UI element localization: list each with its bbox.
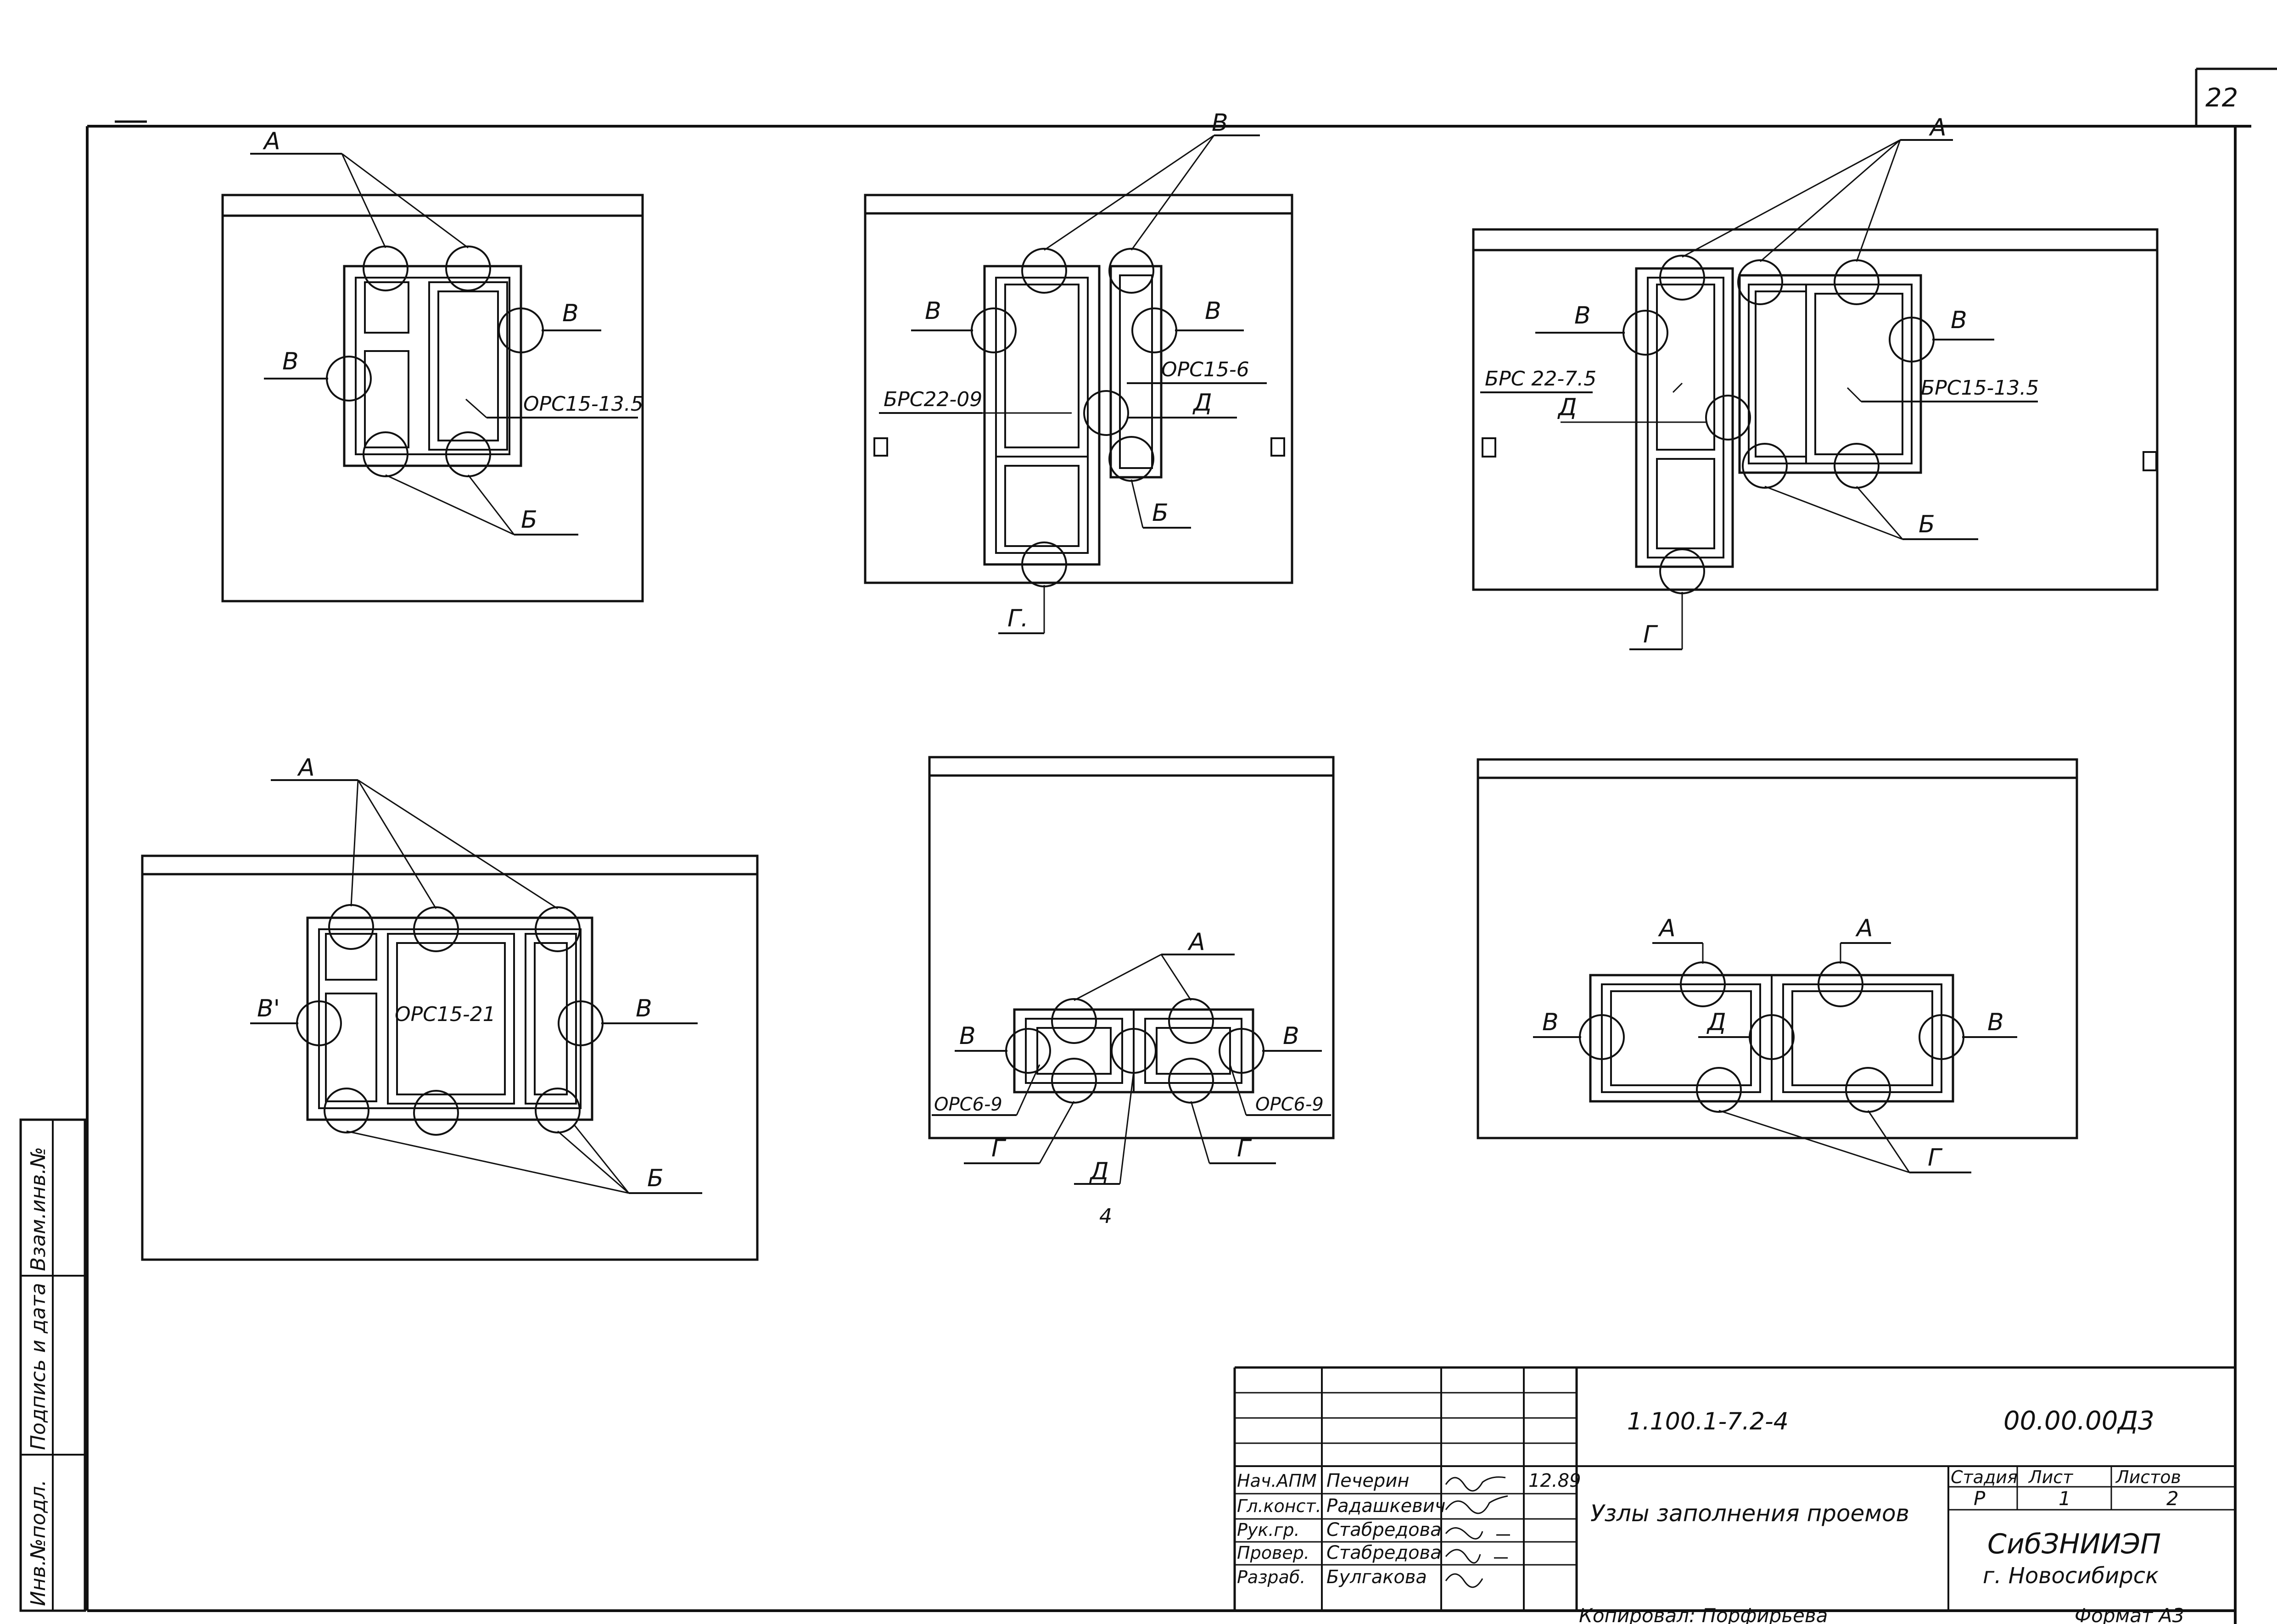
fragment-1-mark: ОРС15-13.5: [523, 392, 643, 416]
title-block-role-2: Гл.конст.: [1237, 1496, 1321, 1516]
sheet-frame: [86, 67, 2277, 1624]
title-block-role-4: Провер.: [1237, 1543, 1309, 1563]
title-block-sheet-header: Лист: [2028, 1467, 2074, 1487]
title-block-organization: СибЗНИИЭП: [1987, 1528, 2161, 1560]
footer-format: Формат А3: [2075, 1604, 2184, 1624]
fragment-5: [928, 756, 1335, 1185]
title-block-role-3: Рук.гр.: [1237, 1520, 1300, 1540]
title-block-city: г. Новосибирск: [1983, 1563, 2159, 1589]
fragment-1-label-b: Б: [521, 506, 537, 534]
sheet-number: 22: [2205, 83, 2238, 113]
fragment-4-mark: ОРС15-21: [395, 1003, 496, 1026]
fragment-6-label-a-left: А: [1658, 915, 1676, 942]
fragment-5-label-g-right: Г: [1237, 1135, 1252, 1162]
fragment-5-label-g-left: Г: [991, 1135, 1007, 1162]
title-block-date: 12.89: [1528, 1470, 1581, 1491]
fragment-2-label-v-left: В: [925, 297, 941, 325]
fragment-3-label-v-right: В: [1951, 307, 1967, 334]
fragment-2-label-d: Д: [1192, 389, 1212, 417]
fragment-6-label-d: Д: [1706, 1009, 1726, 1036]
title-block-name-2: Радашкевич: [1326, 1496, 1445, 1517]
title-block-name-1: Печерин: [1326, 1470, 1409, 1491]
fragment-4-label-v-left: В': [257, 995, 280, 1022]
fragment-3-label-d: Д: [1557, 394, 1577, 421]
title-block-stage-header: Стадия: [1951, 1467, 2018, 1487]
fragment-4-label-b: Б: [647, 1165, 664, 1192]
fragment-1-label-v-right: В: [562, 300, 579, 327]
fragment-3-mark-left: БРС 22-7.5: [1485, 367, 1596, 391]
fragment-2-mark-right: ОРС15-6: [1161, 358, 1249, 381]
fragment-1: [221, 153, 644, 603]
title-block-signatures: [1445, 1476, 1510, 1588]
title-block-name-3: Стабредова: [1326, 1519, 1442, 1540]
fragment-4-label-v-right: В: [636, 995, 652, 1022]
fragment-1-label-v-left: В: [282, 348, 299, 375]
fragment-5-label-d: Д: [1089, 1158, 1109, 1185]
side-stamp-signature-date: Подпись и дата: [27, 1283, 50, 1450]
fragment-6-label-v-left: В: [1542, 1009, 1559, 1036]
fragment-3-label-v-left: В: [1574, 302, 1591, 329]
side-stamp: [19, 1118, 86, 1612]
title-block-name-5: Булгакова: [1326, 1567, 1427, 1588]
fragment-3-label-b: Б: [1919, 511, 1935, 538]
title-block-name-4: Стабредова: [1326, 1542, 1442, 1563]
title-block-doc-number: 00.00.00Д3: [2003, 1406, 2154, 1436]
title-block-title: Узлы заполнения проемов: [1590, 1500, 1909, 1527]
fragment-3-label-a: А: [1929, 114, 1947, 141]
fragment-3: [1472, 139, 2159, 650]
fragment-5-mark-left: ОРС6-9: [934, 1094, 1002, 1115]
fragment-3-mark-right: БРС15-13.5: [1921, 376, 2039, 400]
fragment-2-label-v-top: В: [1212, 109, 1228, 137]
footer-copied-by: Копировал: Порфирьева: [1579, 1604, 1828, 1624]
fragment-4-label-a: А: [297, 754, 315, 781]
fragment-5-label-a: А: [1187, 928, 1205, 956]
fragment-5-mark-right: ОРС6-9: [1255, 1094, 1324, 1115]
title-block-role-5: Разраб.: [1237, 1567, 1305, 1587]
fragment-5-stray-mark: 4: [1099, 1205, 1112, 1228]
fragment-6-label-v-right: В: [1987, 1009, 2004, 1036]
fragment-4: [141, 779, 759, 1261]
fragment-6-label-a-right: А: [1855, 915, 1873, 942]
fragment-5-label-v-left: В: [959, 1022, 976, 1050]
title-block-stage: Р: [1974, 1487, 1986, 1510]
side-stamp-replaced-inv: Взам.инв.№: [27, 1147, 50, 1271]
title-block-sheet: 1: [2059, 1487, 2071, 1510]
fragment-6-label-g: Г: [1928, 1144, 1943, 1172]
side-stamp-inv-original: Инв.№подл.: [27, 1479, 50, 1606]
fragment-2-label-v-right: В: [1205, 297, 1221, 325]
fragment-2-label-g: Г.: [1007, 605, 1029, 632]
fragment-2-label-b: Б: [1152, 499, 1169, 527]
fragment-3-label-g: Г: [1643, 621, 1658, 648]
fragment-6: [1477, 758, 2078, 1173]
title-block-sheets-header: Листов: [2115, 1467, 2181, 1487]
title-block-grid: [1233, 1366, 2235, 1611]
fragment-5-label-v-right: В: [1283, 1022, 1299, 1050]
title-block-doc-code: 1.100.1-7.2-4: [1627, 1408, 1789, 1435]
fragment-2: [864, 134, 1293, 634]
title-block-sheets: 2: [2166, 1487, 2179, 1510]
fragment-2-mark-left: БРС22-09: [884, 388, 982, 411]
title-block-role-1: Нач.АПМ: [1237, 1471, 1317, 1491]
fragment-1-label-a: А: [263, 128, 280, 155]
